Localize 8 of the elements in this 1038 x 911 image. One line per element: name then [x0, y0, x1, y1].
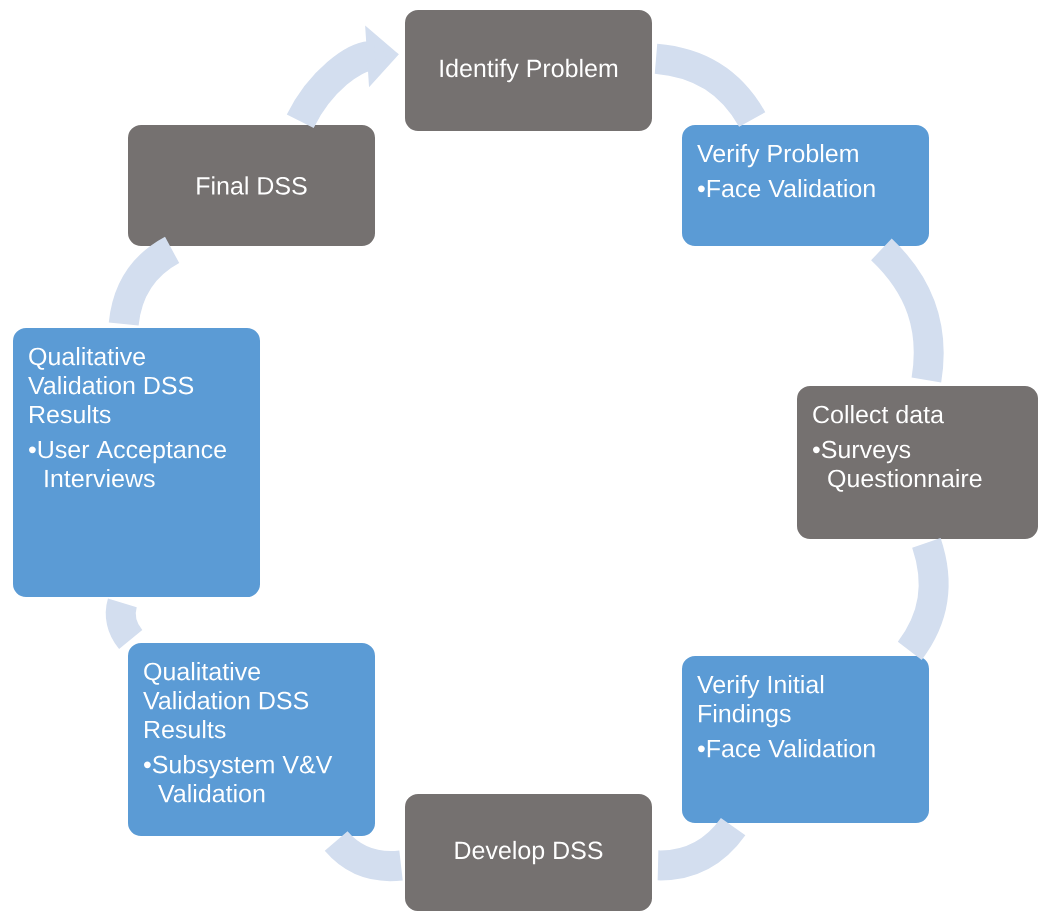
process-box: Verify Initial Findings •Face Validation — [680, 654, 931, 825]
process-box: Collect data •Surveys Questionnaire — [795, 384, 1038, 541]
process-box: Qualitative Validation DSS Results •Subsystem V&V Validation — [126, 641, 377, 838]
process-box: Develop DSS — [403, 792, 654, 911]
process-box: Verify Problem •Face Validation — [680, 123, 931, 248]
process-box: Identify Problem — [403, 8, 654, 133]
process-box: Qualitative Validation DSS Results •User Acceptance Interviews — [11, 326, 262, 599]
process-box: Final DSS — [126, 123, 377, 248]
